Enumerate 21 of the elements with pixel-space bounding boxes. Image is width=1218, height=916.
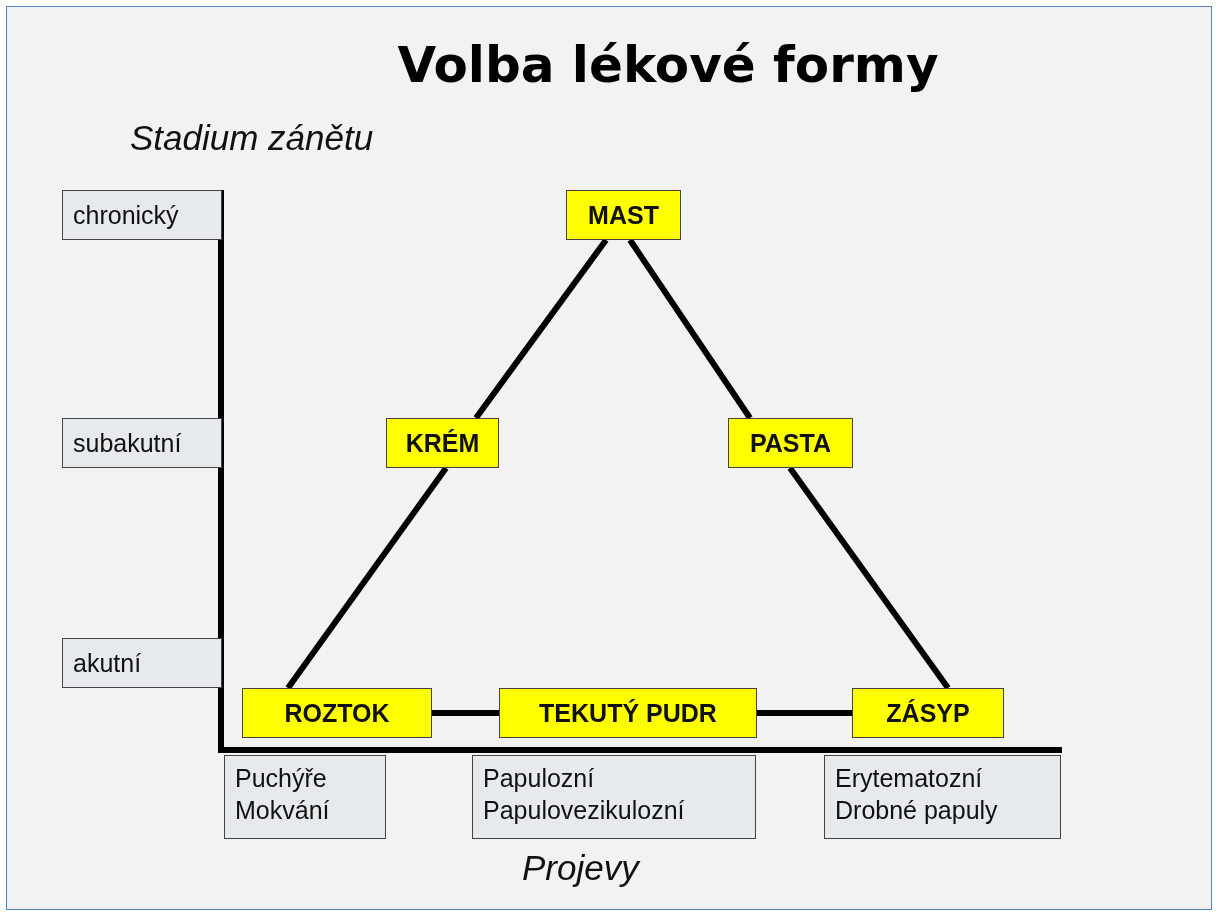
symptom-label: Erytematozní Drobné papuly [824,755,1061,839]
connector-line [432,710,499,716]
symptom-label: Puchýře Mokvání [224,755,386,839]
stage-label: subakutní [62,418,222,468]
axis-title: Projevy [522,848,639,888]
title: Volba lékové formy [397,36,939,94]
stage-label: chronický [62,190,222,240]
connector-line [473,238,609,420]
dosage-form-box: MAST [566,190,681,240]
dosage-form-box: KRÉM [386,418,499,468]
connector-line [627,238,753,420]
dosage-form-box: ROZTOK [242,688,432,738]
dosage-form-box: PASTA [728,418,853,468]
axis-title: Stadium zánětu [130,118,374,158]
symptom-label: Papulozní Papulovezikulozní [472,755,756,839]
connector-line [285,466,449,690]
connector-line [787,466,951,690]
stage-label: akutní [62,638,222,688]
dosage-form-box: ZÁSYP [852,688,1004,738]
connector-line [757,710,852,716]
dosage-form-box: TEKUTÝ PUDR [499,688,757,738]
